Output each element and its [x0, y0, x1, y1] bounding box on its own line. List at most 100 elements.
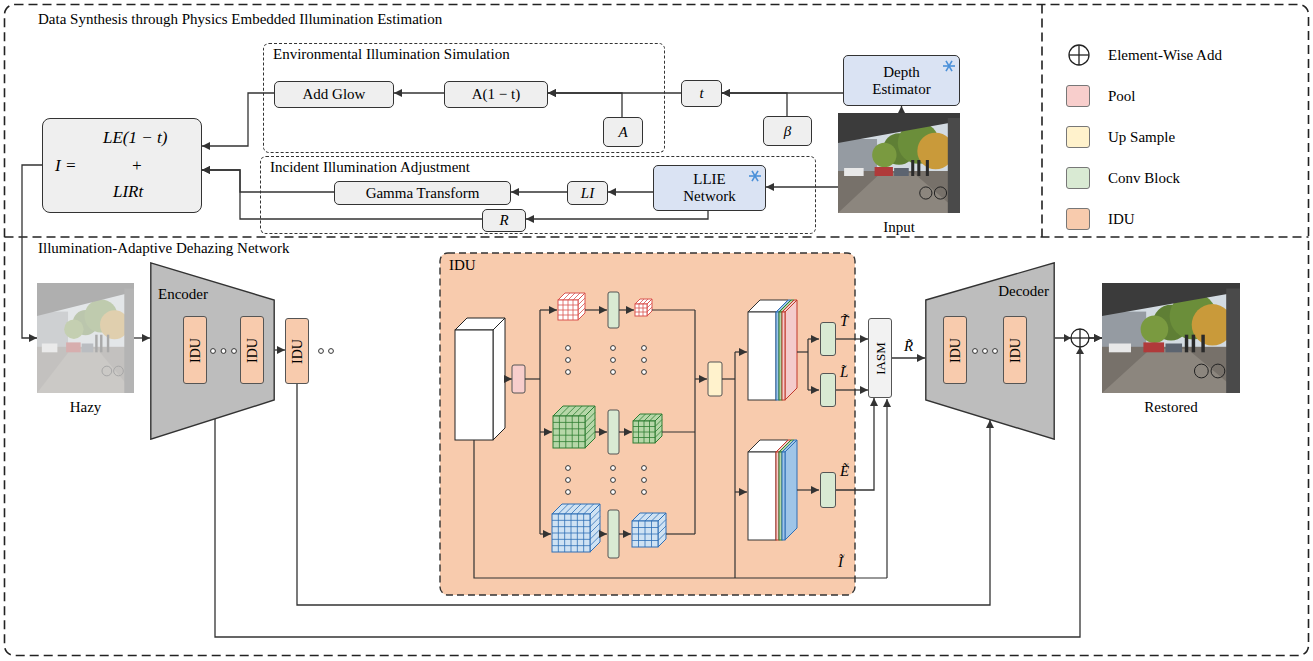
- grid-line: [655, 425, 662, 432]
- pillar: [948, 118, 960, 213]
- node-text: A: [618, 124, 627, 141]
- flow-connector: [892, 357, 925, 358]
- cube-side: [578, 293, 585, 320]
- legend-row: Pool: [1062, 85, 1292, 107]
- flow-connector: [901, 106, 902, 113]
- flow-line: [525, 378, 540, 379]
- conv-block: [608, 410, 619, 454]
- flow-connector: [722, 93, 787, 116]
- section-title: Data Synthesis through Physics Embedded …: [38, 11, 442, 28]
- grid-line: [579, 406, 589, 416]
- ellipsis-dot: [642, 466, 647, 471]
- node-text: +: [131, 156, 142, 175]
- sky: [1102, 283, 1240, 393]
- person: [917, 160, 920, 176]
- tree: [1141, 315, 1169, 343]
- grid-line: [590, 517, 600, 527]
- grid-line: [644, 414, 651, 421]
- grid-line: [571, 504, 581, 514]
- legend-row: Up Sample: [1062, 126, 1292, 148]
- node-text: IASM: [872, 342, 889, 375]
- add-symbol: [1069, 45, 1089, 65]
- node-text: Add Glow: [303, 86, 366, 103]
- flow-line: [797, 351, 808, 352]
- ellipsis-dot: [642, 346, 647, 351]
- idu-panel-ground: [440, 253, 855, 595]
- signal-name: Ĩ: [838, 554, 843, 571]
- bike-wheel: [1211, 364, 1225, 378]
- photo-node: Restored: [1102, 283, 1240, 416]
- variable-box: A: [603, 117, 643, 147]
- grid-line: [573, 293, 580, 300]
- person: [1185, 335, 1188, 353]
- grid-line: [658, 526, 666, 534]
- grid-line: [655, 431, 662, 438]
- ellipsis-dot: [221, 349, 226, 354]
- legend-swatch: [1066, 167, 1090, 189]
- cube-side: [493, 318, 505, 440]
- grid-line: [643, 304, 644, 316]
- grid-line: [645, 513, 653, 521]
- grid-line: [655, 420, 662, 427]
- cube-side: [658, 513, 666, 547]
- ellipsis-dot: [611, 346, 616, 351]
- grid-line: [639, 513, 647, 521]
- node-text: Incident Illumination Adjustment: [270, 159, 470, 176]
- frozen-network-box: LLIE Network: [653, 165, 766, 211]
- flow-line: [662, 431, 695, 432]
- photo: [1102, 283, 1240, 393]
- flow-arrow: [886, 399, 887, 578]
- grid-line: [643, 299, 648, 304]
- arrow-head: [1064, 334, 1071, 342]
- grid-line: [577, 504, 587, 514]
- cube-front: [455, 330, 493, 440]
- ellipsis-dot: [983, 349, 988, 354]
- snowflake-arm: [946, 61, 952, 71]
- grid-line: [590, 510, 600, 520]
- photo-node: Input: [838, 113, 960, 236]
- ellipsis-dot: [642, 370, 647, 375]
- flow-connector: [511, 191, 567, 192]
- outer-frame: [5, 5, 1309, 656]
- grid-line: [658, 520, 666, 528]
- flow-arrow: [619, 431, 632, 432]
- cube-front: [748, 312, 776, 400]
- idu-block: IDU: [943, 316, 967, 384]
- idu-detail: [455, 292, 887, 578]
- street-scene: [1102, 283, 1240, 393]
- ground: [1102, 347, 1240, 393]
- grid-line: [584, 504, 594, 514]
- snowflake-arm: [752, 171, 758, 181]
- ellipsis-dot: [993, 349, 998, 354]
- road: [1102, 349, 1240, 393]
- grid-line: [566, 406, 576, 416]
- person: [911, 160, 914, 176]
- grid-line: [578, 416, 579, 448]
- cube-front: [748, 452, 776, 540]
- flow-line: [666, 533, 695, 534]
- ellipsis-dot: [566, 370, 571, 375]
- legend-text: Up Sample: [1108, 126, 1175, 148]
- grid-line: [632, 540, 658, 541]
- flow-arrow: [585, 309, 607, 310]
- conv-output-box: Ẽ: [820, 472, 836, 508]
- grid-line: [559, 416, 560, 448]
- grid-line: [559, 406, 569, 416]
- frozen-icon: [748, 169, 762, 183]
- node-text: Input: [838, 219, 960, 236]
- flow-arrow: [735, 351, 747, 352]
- grid-line: [635, 308, 647, 309]
- flow-arrow: [595, 431, 607, 432]
- ellipsis-dot: [642, 358, 647, 363]
- grid-line: [565, 416, 566, 448]
- grid-line: [590, 529, 600, 539]
- tree: [872, 143, 896, 167]
- cube-front: [552, 514, 590, 552]
- flow-line: [474, 440, 887, 578]
- cube-side: [647, 299, 652, 316]
- cube-side: [655, 414, 662, 443]
- flow-line: [807, 339, 808, 390]
- street-scene: [37, 283, 134, 393]
- idu-block: IDU: [285, 318, 309, 384]
- car: [1165, 344, 1182, 353]
